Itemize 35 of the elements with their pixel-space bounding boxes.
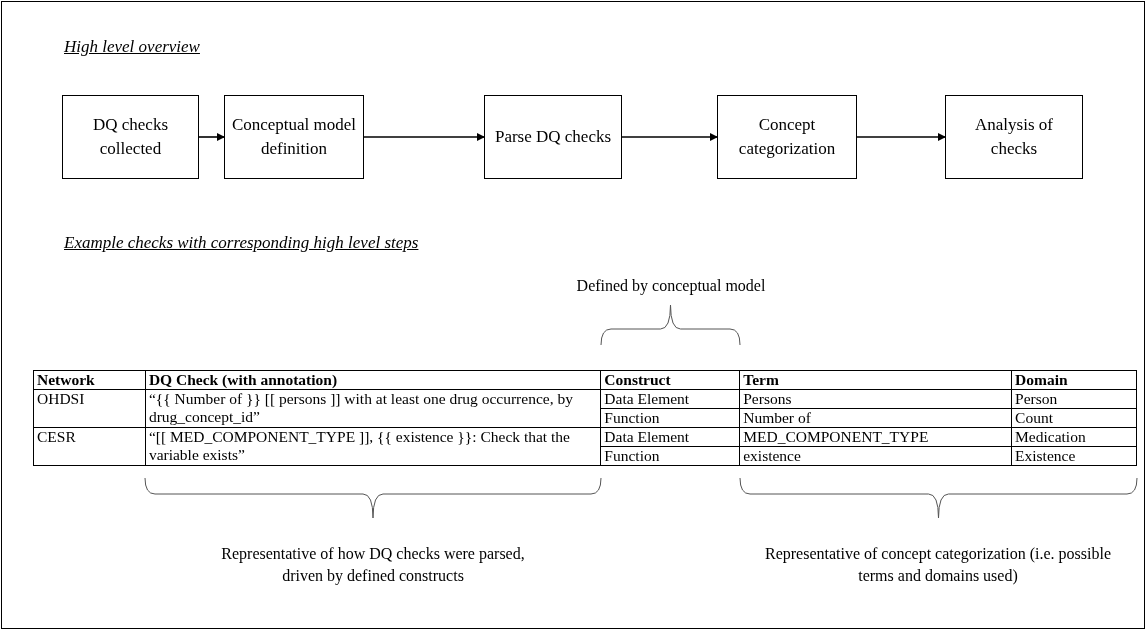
table-text: Construct [604,371,671,388]
arrow [621,133,718,141]
table-text: Domain [1015,371,1068,388]
process-box: Conceptual model definition [224,95,364,179]
table-text: “{{ Number of }} [[ persons ]] with at least one drug occurrence, by drug_concept_id” [148,390,573,425]
process-box: Analysis of checks [945,95,1083,179]
table-text: MED_COMPONENT_TYPE [743,428,929,445]
brace-caption: Representative of concept categorization (i.e. possible terms and domains used) [763,544,1113,587]
table-text: Person [1015,390,1058,407]
table-text: Network [37,371,95,388]
section-heading: High level overview [64,36,200,58]
table-text: Count [1015,409,1053,426]
table-text: Function [604,409,660,426]
table-text: “[[ MED_COMPONENT_TYPE ]], {{ existence }}: Check that the variable exists” [148,428,570,463]
process-box: DQ checks collected [62,95,199,179]
brace-caption: Defined by conceptual model [575,276,767,297]
table-text: Data Element [604,428,690,445]
arrow [363,133,485,141]
table-text: Term [743,371,779,388]
table-text: DQ Check (with annotation) [148,371,338,388]
arrow [198,133,225,141]
table-text: Data Element [604,390,690,407]
table-text: Function [604,447,660,464]
table-text: Existence [1015,447,1076,464]
table-text: OHDSI [37,390,85,407]
table-text: Medication [1015,428,1086,445]
table-text: Persons [743,390,792,407]
process-box: Parse DQ checks [484,95,622,179]
section-heading: Example checks with corresponding high level steps [64,232,419,254]
process-box: Concept categorization [717,95,857,179]
table-text: CESR [37,428,76,445]
table-text: Number of [743,409,811,426]
table-text: existence [743,447,801,464]
arrow [856,133,946,141]
brace-caption: Representative of how DQ checks were parsed, driven by defined constructs [220,544,526,587]
